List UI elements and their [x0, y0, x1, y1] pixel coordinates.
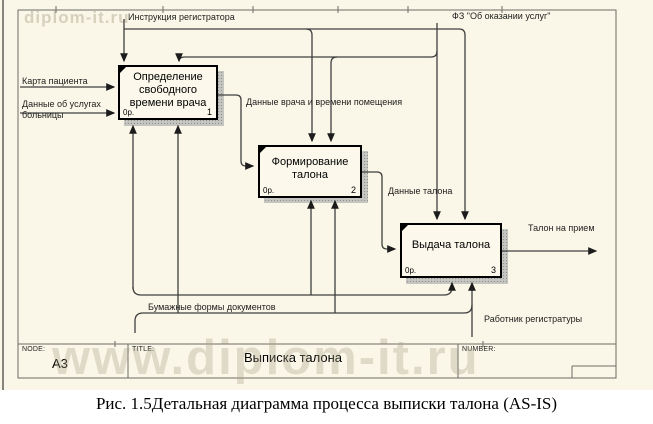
process-box-2-cost: 0р.	[263, 186, 275, 195]
process-box-2-title: Формирование талона	[271, 156, 349, 181]
label-input-card: Карта пациента	[22, 76, 88, 86]
process-box-2: Формирование талона 0р. 2	[258, 145, 362, 198]
diagram-title: Выписка талона	[243, 350, 343, 365]
figure-caption: Рис. 1.5Детальная диаграмма процесса вып…	[95, 394, 558, 413]
number-label: NUMBER:	[462, 346, 496, 353]
label-control-law: ФЗ "Об оказании услуг"	[452, 11, 551, 21]
fold-corner-icon	[119, 66, 127, 74]
label-control-instruction: Инструкция регистратора	[128, 12, 235, 22]
page-left-edge	[2, 0, 4, 390]
process-box-1-cost: 0р.	[123, 108, 135, 117]
arrow-paths	[20, 19, 598, 337]
process-box-1: Определение свободного времени врача 0р.…	[118, 65, 218, 120]
frame-lines	[17, 6, 617, 379]
process-box-3-number: 3	[490, 265, 496, 275]
fold-corner-icon	[401, 224, 409, 232]
label-paper-forms: Бумажные формы документов	[148, 302, 276, 312]
connector-layer	[17, 6, 617, 379]
label-flow-doctor-time: Данные врача и времени помещения	[246, 97, 403, 107]
process-box-3-title: Выдача талона	[411, 239, 491, 251]
node-label: NODE:	[22, 346, 46, 353]
title-label: TITLE:	[132, 346, 155, 353]
node-value: A3	[52, 356, 68, 371]
process-box-2-number: 2	[350, 185, 356, 195]
diagram-sheet: diplom-it.ru www.diplom-it.ru	[0, 0, 653, 390]
label-input-services: Данные об услугах больницы	[22, 99, 101, 120]
fold-corner-icon	[259, 146, 267, 154]
process-box-3-cost: 0р.	[405, 266, 417, 275]
process-box-1-number: 1	[206, 107, 212, 117]
process-box-3: Выдача талона 0р. 3	[400, 223, 502, 278]
watermark-top: diplom-it.ru	[24, 8, 130, 27]
label-output-ticket: Талон на прием	[528, 223, 595, 233]
process-box-1-title: Определение свободного времени врача	[129, 71, 207, 109]
label-flow-ticket-data: Данные талона	[388, 186, 453, 196]
label-registrar: Работник регистратуры	[484, 314, 583, 324]
